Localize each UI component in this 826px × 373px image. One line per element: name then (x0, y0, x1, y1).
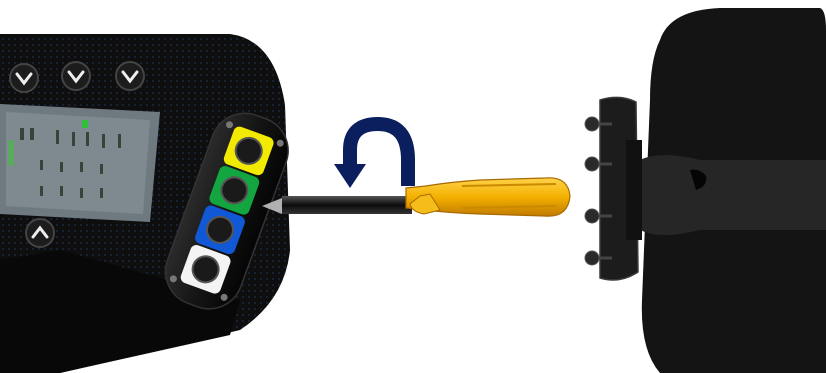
meter-button-2[interactable] (62, 62, 90, 90)
screw-icon (585, 157, 599, 171)
mounting-flange (585, 97, 642, 280)
meter-button-3[interactable] (116, 62, 144, 90)
meter-housing (640, 8, 826, 373)
rotate-counterclockwise-arrow-icon (334, 124, 408, 188)
meter-display (0, 104, 160, 222)
meter-button-1[interactable] (10, 64, 38, 92)
screw-icon (585, 117, 599, 131)
screwdriver-icon (262, 178, 570, 216)
screw-icon (585, 209, 599, 223)
screw-icon (585, 251, 599, 265)
meter-button-4[interactable] (26, 219, 54, 247)
